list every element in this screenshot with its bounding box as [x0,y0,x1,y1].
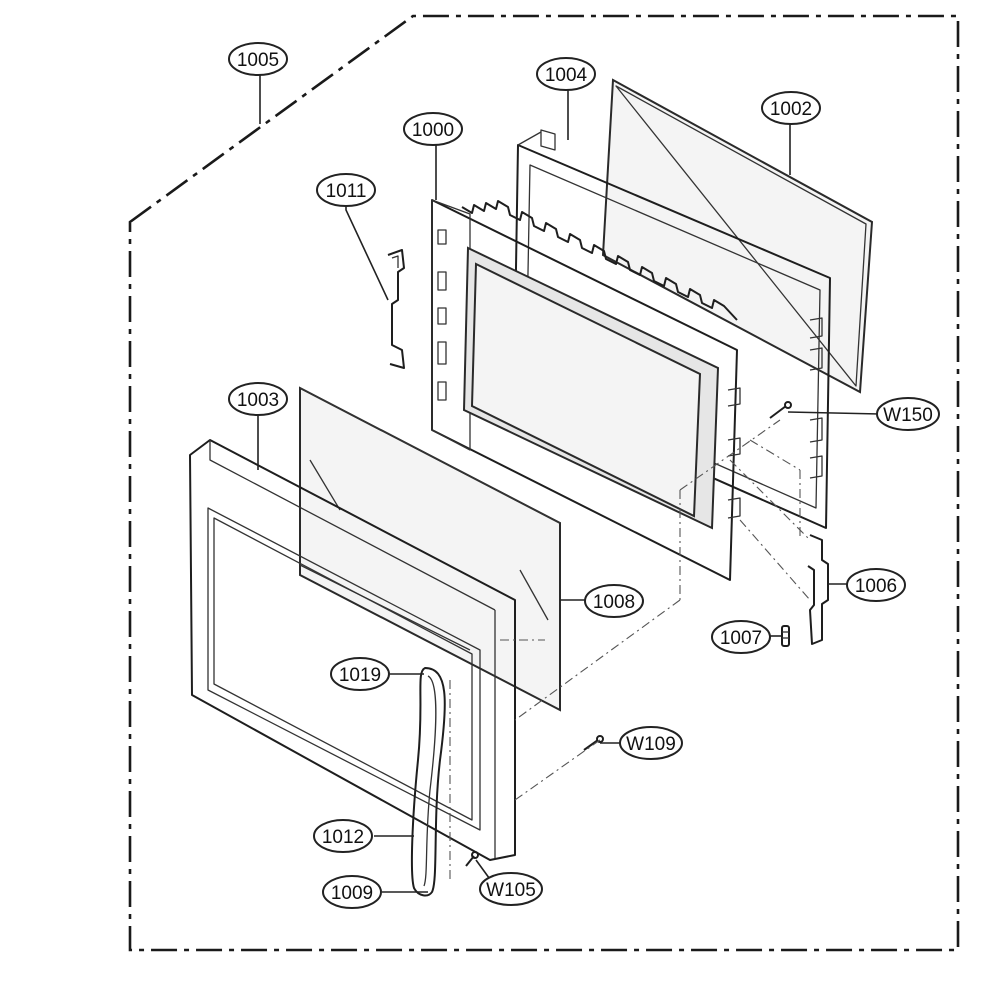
callout-1002-label: 1002 [770,99,812,120]
callout-1011-label: 1011 [326,181,367,202]
part-1003-door-panel [189,439,516,861]
part-w150-screw [769,401,792,419]
callout-1019: 1019 [330,657,390,691]
callout-1007-label: 1007 [720,628,762,649]
callout-1007: 1007 [711,620,771,654]
callout-1008: 1008 [584,584,644,618]
callout-1000: 1000 [403,112,463,146]
callout-1005: 1005 [228,42,288,76]
callout-1006: 1006 [846,568,906,602]
part-1007-spring [781,625,790,647]
callout-1005-label: 1005 [237,50,279,71]
assembly-lines [449,419,811,880]
callout-w109-label: W109 [626,734,676,755]
callout-1019-label: 1019 [339,665,381,686]
leader-lines [257,74,881,893]
part-1006-bracket [807,534,829,645]
callout-1008-label: 1008 [593,592,635,613]
callout-1000-label: 1000 [412,120,454,141]
callout-1009-label: 1009 [331,883,373,904]
assembly-boundary [128,14,960,952]
part-1000-door-chassis [431,199,741,581]
callout-1003: 1003 [228,382,288,416]
callout-w105: W105 [479,872,543,906]
part-1011-latch [387,249,405,369]
part-w109-screw [583,735,604,751]
callout-1004: 1004 [536,57,596,91]
callout-1002: 1002 [761,91,821,125]
callout-w109: W109 [619,726,683,760]
callout-1009: 1009 [322,875,382,909]
callout-1006-label: 1006 [855,576,897,597]
callout-1003-label: 1003 [237,390,279,411]
callout-1012: 1012 [313,819,373,853]
callout-1004-label: 1004 [545,65,588,86]
callout-w150: W150 [876,397,940,431]
callout-w150-label: W150 [883,405,933,426]
part-w105-screw [465,851,479,867]
callout-1012-label: 1012 [322,827,364,848]
callout-1011: 1011 [316,173,376,207]
callout-w105-label: W105 [486,880,536,901]
part-handle [410,667,446,897]
part-1002-panel [601,78,874,394]
